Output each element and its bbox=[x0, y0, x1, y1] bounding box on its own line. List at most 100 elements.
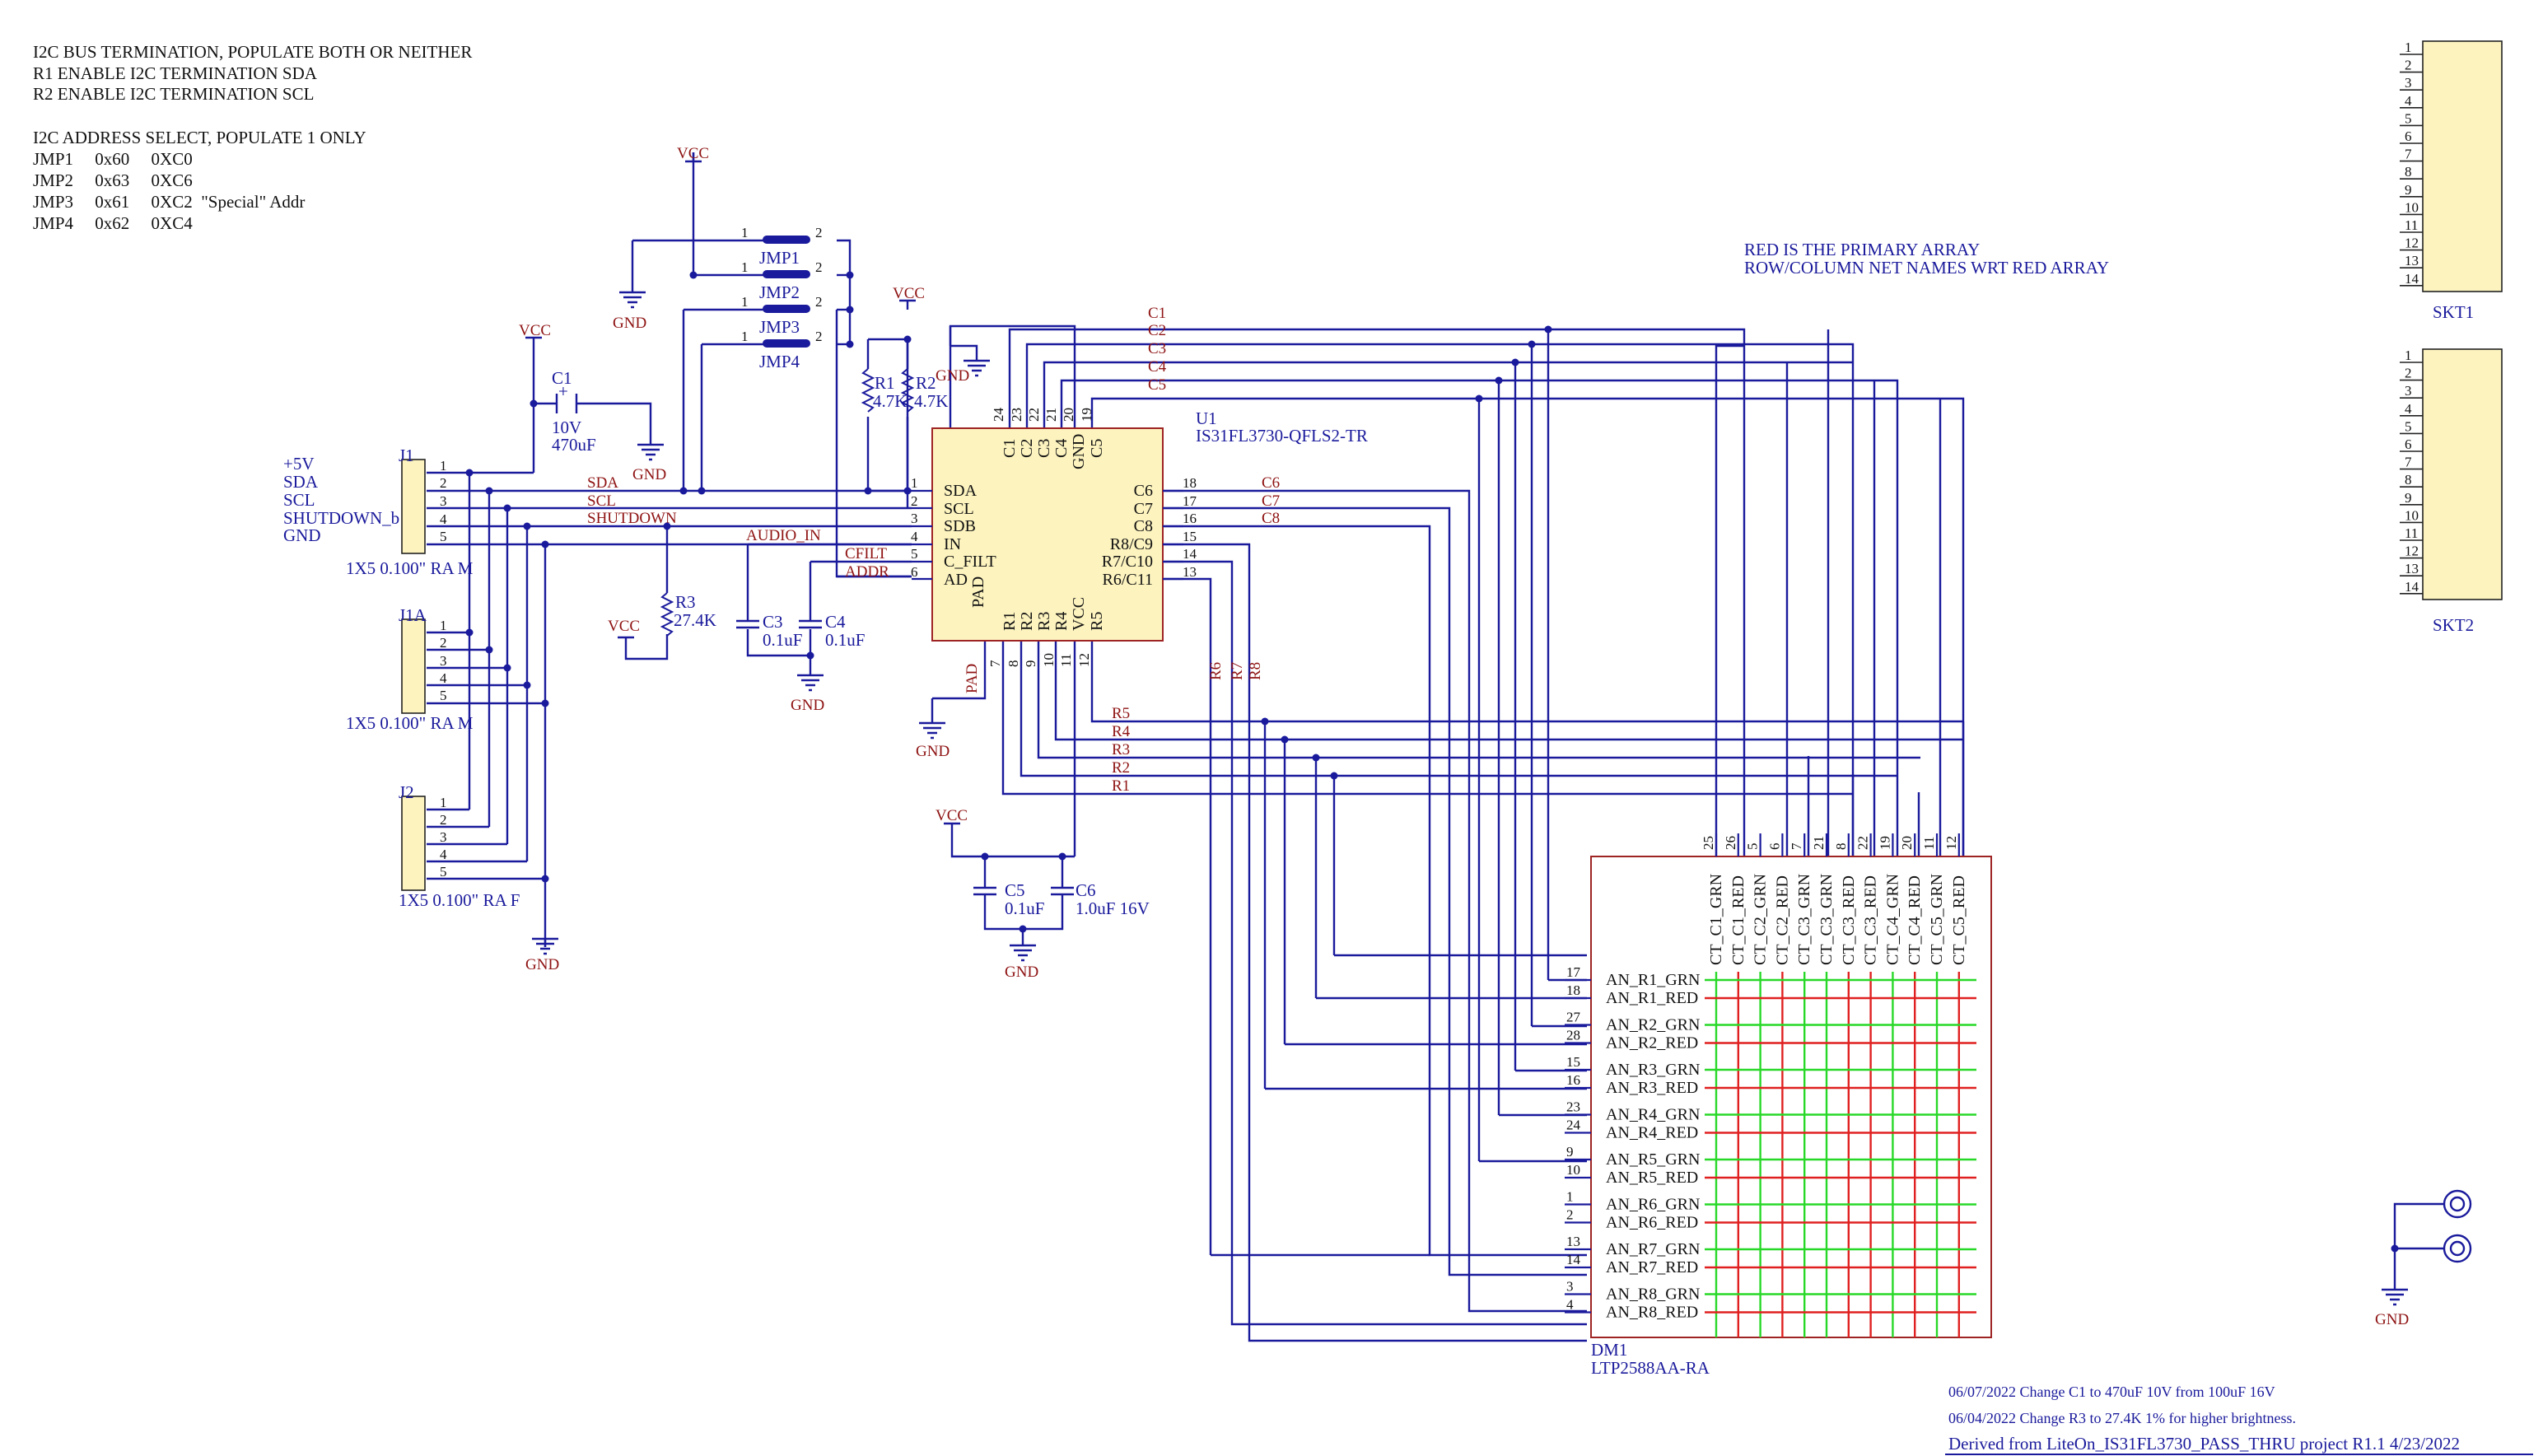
note-line: I2C ADDRESS SELECT, POPULATE 1 ONLY bbox=[33, 128, 366, 147]
net-label-sda: SDA bbox=[587, 474, 618, 492]
pin-number: 12 bbox=[1076, 653, 1092, 667]
dm1-col-name: CT_C1_RED bbox=[1729, 875, 1747, 965]
net-label-pad: PAD bbox=[964, 664, 981, 693]
pin-number: 2 bbox=[440, 475, 447, 491]
c1-ref: C1 bbox=[552, 368, 572, 388]
jumper-body bbox=[763, 339, 810, 348]
pin-number: 21 bbox=[1811, 836, 1827, 850]
pin-number: 13 bbox=[2405, 561, 2419, 576]
changelog: 06/07/2022 Change C1 to 470uF 10V from 1… bbox=[1945, 1384, 2533, 1455]
j1-value: 1X5 0.100" RA M bbox=[346, 558, 474, 578]
c6-ref: C6 bbox=[1076, 880, 1096, 900]
dm1-matrix: 25CT_C1_GRN26CT_C1_RED5CT_C2_GRN6CT_C2_R… bbox=[1565, 833, 1992, 1378]
pin-number: 1 bbox=[741, 329, 749, 344]
vcc-symbol: VCC bbox=[608, 618, 640, 639]
gnd-label: GND bbox=[1005, 964, 1038, 981]
net-label-c5: C5 bbox=[1148, 376, 1166, 394]
dm1-col-name: CT_C3_RED bbox=[1862, 875, 1880, 965]
dm1-column-pins: 25CT_C1_GRN26CT_C1_RED5CT_C2_GRN6CT_C2_R… bbox=[1701, 833, 1968, 965]
note-line: I2C BUS TERMINATION, POPULATE BOTH OR NE… bbox=[33, 42, 472, 62]
pin-name: C3 bbox=[1035, 439, 1053, 458]
pin-name: GND bbox=[1070, 434, 1088, 469]
vcc-label: VCC bbox=[608, 618, 640, 635]
j1a-body bbox=[401, 618, 426, 714]
pin-name: R4 bbox=[1052, 612, 1071, 631]
j2-ref: J2 bbox=[399, 782, 414, 802]
note-line: JMP1 0x60 0XC0 bbox=[33, 149, 193, 169]
net-label-shutdown: SHUTDOWN bbox=[587, 510, 677, 527]
note-line: R2 ENABLE I2C TERMINATION SCL bbox=[33, 84, 314, 104]
c1-value: 470uF bbox=[552, 435, 596, 455]
pin-number: 3 bbox=[911, 511, 918, 526]
pin-number: 19 bbox=[1079, 408, 1094, 422]
pin-number: 14 bbox=[2405, 579, 2419, 595]
dm1-row-name: AN_R8_RED bbox=[1606, 1304, 1698, 1322]
dm1-led-grid bbox=[1705, 972, 1976, 1337]
note-line: JMP2 0x63 0XC6 bbox=[33, 170, 193, 190]
jumper-ref: JMP4 bbox=[759, 352, 800, 371]
pin-name: SDB bbox=[944, 517, 976, 535]
pin-number: 14 bbox=[1183, 546, 1197, 562]
pin-number: 1 bbox=[741, 259, 749, 275]
u1-chip: U1 IS31FL3730-QFLS2-TR 1 2 3 4 5 6 SDA S… bbox=[911, 408, 1368, 668]
pin-number: 3 bbox=[1566, 1279, 1574, 1295]
pin-number: 3 bbox=[2405, 383, 2412, 399]
pin-number: 2 bbox=[815, 225, 823, 240]
junction-dot bbox=[864, 487, 872, 495]
gnd-symbol: GND bbox=[916, 698, 950, 760]
pin-number: 13 bbox=[1183, 564, 1197, 580]
jmp2[interactable]: 1 2 JMP2 bbox=[741, 259, 823, 302]
pin-name: C1 bbox=[1001, 439, 1019, 458]
pin-number: 2 bbox=[815, 294, 823, 310]
r1-resistor: R1 4.7K bbox=[861, 368, 907, 413]
pin-number: 3 bbox=[440, 829, 447, 845]
dm1-col-name: CT_C2_GRN bbox=[1752, 874, 1770, 965]
pin-name: R1 bbox=[1001, 612, 1019, 631]
pin-name: VCC bbox=[1070, 597, 1088, 631]
j2-value: 1X5 0.100" RA F bbox=[399, 890, 520, 910]
gnd-label: GND bbox=[791, 697, 824, 714]
dm1-row-name: AN_R2_GRN bbox=[1606, 1016, 1700, 1034]
jumper-dots bbox=[679, 271, 854, 495]
pin-number: 5 bbox=[911, 546, 918, 562]
pin-number: 3 bbox=[2405, 75, 2412, 91]
jmp3[interactable]: 1 2 JMP3 bbox=[741, 294, 823, 337]
junction-dots bbox=[465, 469, 549, 883]
j2-connector: J2 1X5 0.100" RA F 1 2 3 4 5 bbox=[399, 782, 520, 910]
pin-number: 22 bbox=[1855, 836, 1871, 850]
skt1-body bbox=[2422, 40, 2503, 292]
jmp4[interactable]: 1 2 JMP4 bbox=[741, 329, 823, 371]
skt2-body bbox=[2422, 348, 2503, 600]
pin-number: 1 bbox=[741, 225, 749, 240]
pin-number: 17 bbox=[1566, 964, 1581, 980]
notes-address-select: I2C ADDRESS SELECT, POPULATE 1 ONLY JMP1… bbox=[33, 128, 366, 233]
changelog-line: 06/07/2022 Change C1 to 470uF 10V from 1… bbox=[1948, 1384, 2275, 1400]
jmp1[interactable]: 1 2 JMP1 bbox=[741, 225, 823, 268]
notes-primary-array: RED IS THE PRIMARY ARRAY ROW/COLUMN NET … bbox=[1744, 240, 2109, 278]
c5-value: 0.1uF bbox=[1005, 898, 1044, 918]
pin-name: AD bbox=[944, 571, 968, 589]
pin-number: 11 bbox=[1058, 654, 1074, 667]
pin-number: 12 bbox=[2405, 544, 2419, 559]
pin-number: 5 bbox=[440, 864, 447, 880]
dm1-col-name: CT_C5_GRN bbox=[1928, 874, 1946, 965]
r2-resistor: R2 4.7K bbox=[900, 368, 948, 413]
dm1-col-feeds bbox=[1715, 329, 1965, 856]
pin-number: 12 bbox=[2405, 236, 2419, 251]
pin-number: 1 bbox=[2405, 348, 2412, 363]
pin-number: 25 bbox=[1701, 836, 1716, 850]
dm1-row-name: AN_R5_GRN bbox=[1606, 1150, 1700, 1169]
pin-number: 6 bbox=[1766, 843, 1782, 851]
c1-polarity: + bbox=[558, 381, 568, 401]
pin-number: 28 bbox=[1566, 1028, 1580, 1043]
j1a-ref: J1A bbox=[399, 605, 427, 625]
pin-name: R2 bbox=[1018, 612, 1036, 631]
pin-number: 4 bbox=[440, 670, 447, 686]
u1-dots bbox=[1261, 325, 1552, 780]
net-label-r1: R1 bbox=[1112, 777, 1130, 795]
c3-value: 0.1uF bbox=[763, 630, 802, 650]
pin-number: 4 bbox=[2405, 93, 2412, 109]
j1-signal: GND bbox=[283, 525, 321, 545]
